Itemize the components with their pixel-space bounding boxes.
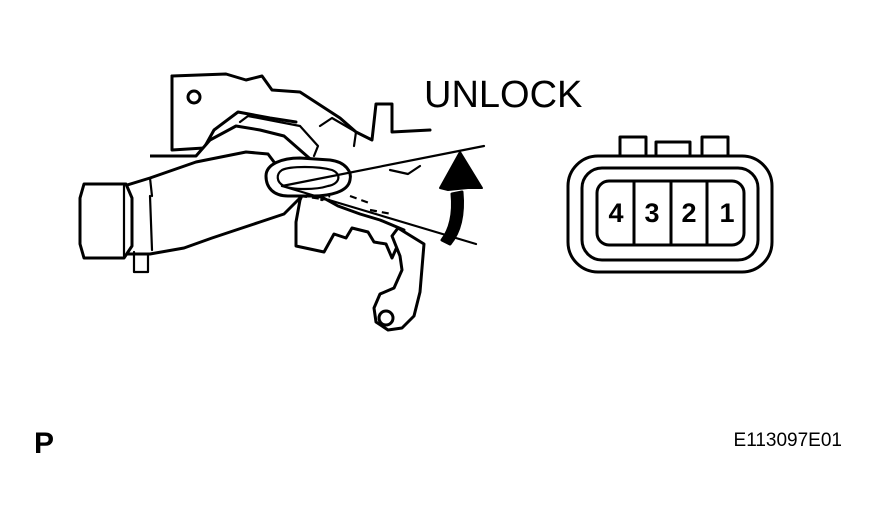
bracket-mounting-hole bbox=[186, 89, 202, 105]
connector-inner-housing bbox=[580, 166, 760, 262]
pin-number-2: 2 bbox=[681, 198, 696, 228]
figure-code: E113097E01 bbox=[734, 430, 842, 451]
link-arm bbox=[372, 226, 426, 332]
connector-front-view: 4 3 2 1 bbox=[566, 135, 774, 274]
upper-mounting-bracket bbox=[170, 72, 432, 142]
rotation-reference-line-lower bbox=[280, 184, 478, 246]
unlock-direction-arrow bbox=[440, 190, 464, 246]
motor-body bbox=[122, 150, 304, 256]
link-arm-pivot-hole bbox=[377, 309, 395, 327]
unlock-arrow-head bbox=[439, 151, 483, 191]
connector-top-tabs bbox=[618, 135, 730, 158]
connector-outer-housing bbox=[566, 154, 774, 274]
motor-end-cap bbox=[78, 182, 134, 260]
pin-number-3: 3 bbox=[644, 198, 659, 228]
view-mark: P bbox=[34, 427, 54, 460]
rotation-reference-line-upper bbox=[280, 144, 486, 188]
pin-number-1: 1 bbox=[719, 198, 734, 228]
unlock-label: UNLOCK bbox=[424, 74, 582, 116]
pin-number-4: 4 bbox=[608, 198, 623, 228]
door-lock-actuator-assembly bbox=[78, 72, 486, 332]
